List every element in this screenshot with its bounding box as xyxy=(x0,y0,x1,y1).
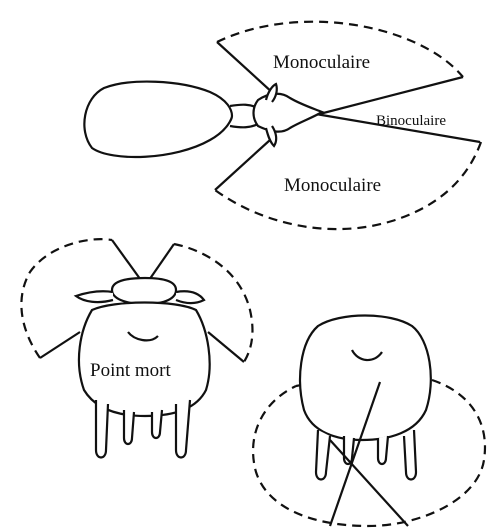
binocular-boundary-upper xyxy=(304,77,463,118)
sheep-ear-right-rear xyxy=(176,291,204,303)
rear-boundary-right-bottom xyxy=(208,332,244,362)
sheep-leg-front-3 xyxy=(378,436,388,464)
front-view-figure xyxy=(253,316,485,527)
sheep-ear-left-rear xyxy=(76,291,113,302)
sheep-leg-rear-1 xyxy=(96,400,108,458)
rear-boundary-left-top xyxy=(112,240,143,283)
sheep-leg-rear-4 xyxy=(176,400,190,458)
sheep-leg-rear-2 xyxy=(124,410,134,444)
front-boundary-right xyxy=(330,440,408,526)
sheep-head-rear xyxy=(112,278,176,304)
rear-boundary-left-bottom xyxy=(40,332,80,358)
sheep-leg-front-1 xyxy=(316,430,330,480)
top-monocular-boundary-upper xyxy=(217,42,274,94)
sheep-leg-rear-3 xyxy=(152,410,162,438)
label-blind-spot: Point mort xyxy=(90,360,171,381)
sheep-head-top-view xyxy=(254,94,323,132)
top-monocular-boundary-lower xyxy=(215,140,270,190)
rear-view-figure xyxy=(21,239,252,457)
label-binocular: Binoculaire xyxy=(376,113,446,129)
label-monocular-bottom: Monoculaire xyxy=(284,175,381,196)
sheep-body-top-view xyxy=(84,82,232,157)
label-monocular-top: Monoculaire xyxy=(273,52,370,73)
sheep-leg-front-4 xyxy=(404,430,416,480)
